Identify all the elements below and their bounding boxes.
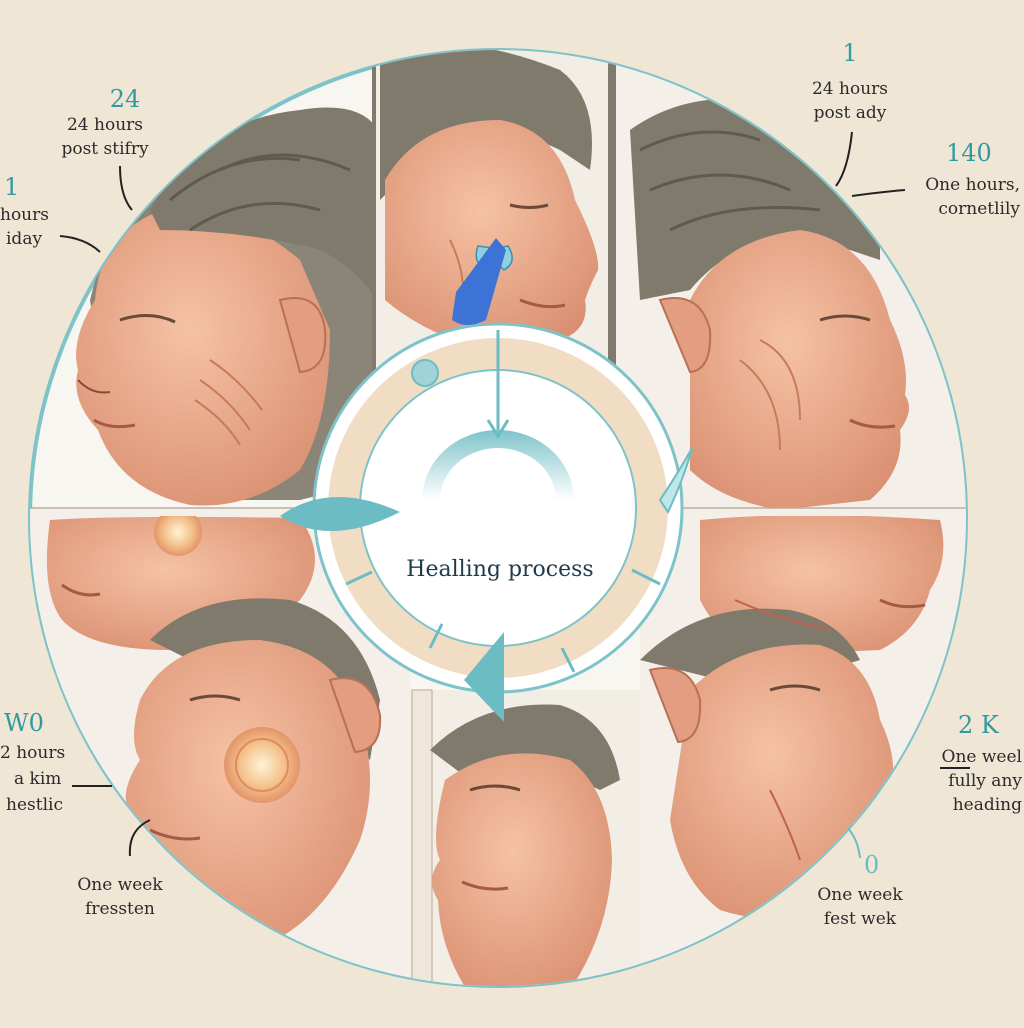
callout-number: 1: [800, 40, 900, 66]
callout-line: post stifry: [30, 140, 180, 159]
callout-line: heading: [904, 796, 1022, 815]
callout-line: 24 hours: [790, 80, 910, 99]
callout-line: iday: [6, 230, 42, 249]
callout-line: cornetlily: [884, 200, 1020, 219]
callout-line: hours: [0, 206, 49, 225]
callout-line: One week: [790, 886, 930, 905]
callout-number: 140: [946, 140, 992, 166]
callout-line: 24 hours: [30, 116, 180, 135]
callout-number: 2 K: [958, 712, 999, 738]
callout-line: One hours,: [884, 176, 1020, 195]
callout-line: a kim: [14, 770, 61, 789]
callout-line: post ady: [790, 104, 910, 123]
callout-number: W0: [4, 710, 44, 736]
callout-line: fest wek: [790, 910, 930, 929]
callout-line: One week: [50, 876, 190, 895]
callout-number: 24: [50, 86, 200, 112]
callout-line: hestlic: [6, 796, 63, 815]
face-bottom-center: [410, 690, 640, 1000]
callout-line: fressten: [50, 900, 190, 919]
callout-line: fully any: [904, 772, 1022, 791]
callout-number: 0: [864, 852, 879, 878]
callout-line: One weel: [904, 748, 1022, 767]
callout-number: 1: [4, 174, 19, 200]
center-title: Healling process: [360, 558, 640, 582]
callout-line: 2 hours: [0, 744, 65, 763]
